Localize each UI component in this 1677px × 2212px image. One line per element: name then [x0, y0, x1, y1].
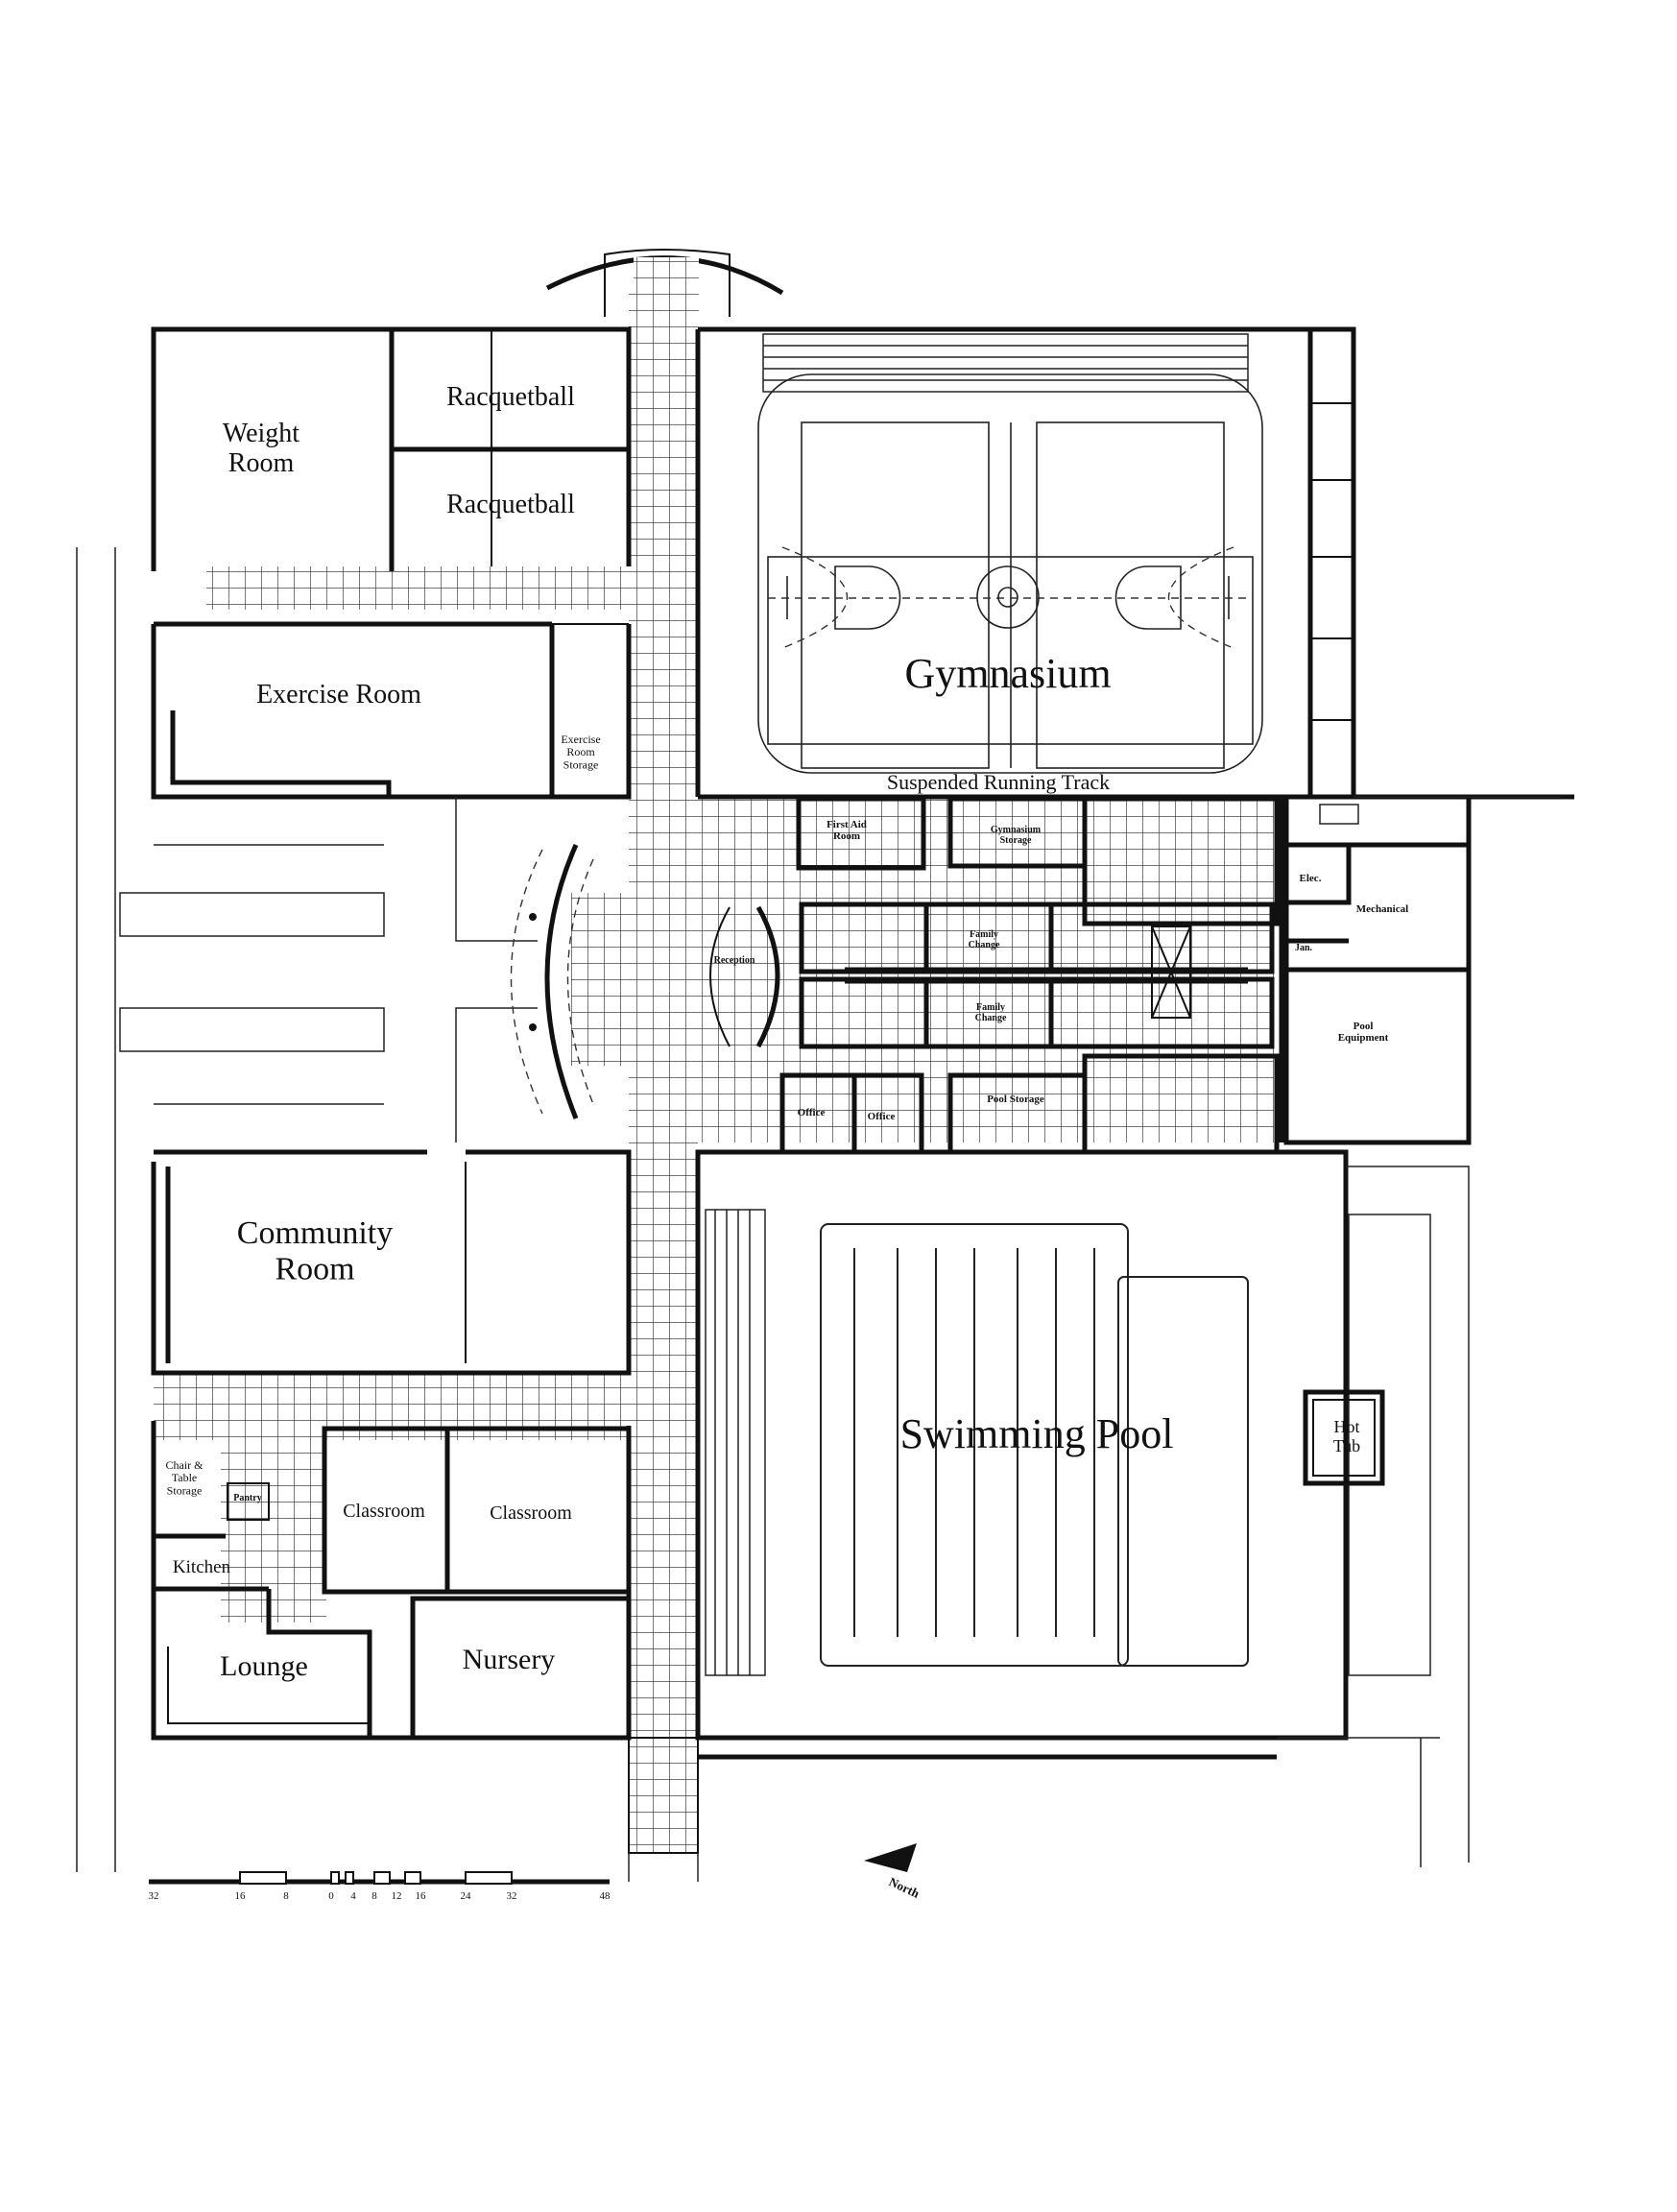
north-arrow: North	[864, 1843, 922, 1901]
left-wing	[76, 326, 632, 1872]
scale-tick: 24	[461, 1890, 472, 1902]
label-office-1: Office	[798, 1107, 826, 1118]
label-jan: Jan.	[1295, 943, 1313, 953]
label-line: Exercise	[561, 733, 600, 746]
label-classroom-2: Classroom	[490, 1503, 572, 1524]
scale-tick: 0	[328, 1890, 334, 1902]
scale-tick: 48	[600, 1890, 611, 1902]
north-arrow-icon	[864, 1843, 917, 1872]
label-line: Storage	[1000, 835, 1032, 846]
label-line: Equipment	[1338, 1032, 1389, 1044]
gymnasium-block	[695, 326, 1574, 800]
scale-tick: 8	[283, 1890, 289, 1902]
label-swimming-pool: Swimming Pool	[900, 1410, 1174, 1457]
scale-tick: 8	[371, 1890, 377, 1902]
label-line: Storage	[167, 1483, 203, 1497]
label-line: Chair &	[166, 1458, 204, 1472]
label-pool-storage: Pool Storage	[987, 1094, 1044, 1105]
label-office-2: Office	[868, 1111, 896, 1122]
label-line: Gymnasium	[991, 825, 1042, 835]
label-line: Community	[237, 1215, 393, 1251]
label-mechanical: Mechanical	[1356, 903, 1408, 915]
pool-block	[695, 1149, 1470, 1867]
label-line: Tub	[1333, 1436, 1360, 1455]
scale-tick: 4	[350, 1890, 356, 1902]
label-racquetball-2: Racquetball	[446, 490, 575, 519]
south-entrance	[628, 1737, 699, 1882]
label-line: Pool	[1354, 1021, 1374, 1032]
label-line: Family	[970, 929, 998, 940]
label-line: Family	[976, 1002, 1005, 1013]
label-pantry: Pantry	[233, 1493, 261, 1503]
label-exercise-room: Exercise Room	[256, 680, 421, 709]
north-label: North	[887, 1874, 922, 1901]
east-wing	[1283, 794, 1472, 1145]
label-line: Table	[172, 1471, 197, 1484]
label-nursery: Nursery	[463, 1644, 556, 1675]
label-line: Room	[566, 745, 595, 758]
label-line: Room	[228, 448, 295, 478]
label-running-track: Suspended Running Track	[887, 770, 1110, 794]
label-line: First Aid	[827, 819, 867, 830]
label-gymnasium: Gymnasium	[904, 650, 1111, 697]
label-classroom-1: Classroom	[343, 1501, 425, 1522]
scale-tick: 32	[149, 1890, 159, 1902]
label-line: Change	[975, 1013, 1007, 1023]
label-lounge: Lounge	[220, 1650, 308, 1682]
scale-tick: 12	[392, 1890, 402, 1902]
label-reception: Reception	[714, 955, 755, 966]
label-line: Room	[275, 1251, 354, 1286]
label-line: Change	[969, 940, 1000, 950]
label-line: Hot	[1334, 1417, 1360, 1436]
scale-tick: 16	[416, 1890, 427, 1902]
north-entrance	[545, 249, 784, 317]
label-line: Room	[833, 830, 860, 842]
label-line: Weight	[223, 419, 299, 448]
scale-tick: 32	[507, 1890, 517, 1902]
label-elec: Elec.	[1300, 873, 1322, 884]
service-block	[709, 796, 1284, 1155]
label-racquetball-1: Racquetball	[446, 382, 575, 412]
scale-bar: 32 16 8 0 4 8 12 16 24 32 48	[149, 1871, 611, 1902]
corridors	[154, 278, 1274, 1853]
label-kitchen: Kitchen	[173, 1557, 231, 1577]
scale-tick: 16	[235, 1890, 247, 1902]
label-line: Storage	[563, 757, 599, 771]
